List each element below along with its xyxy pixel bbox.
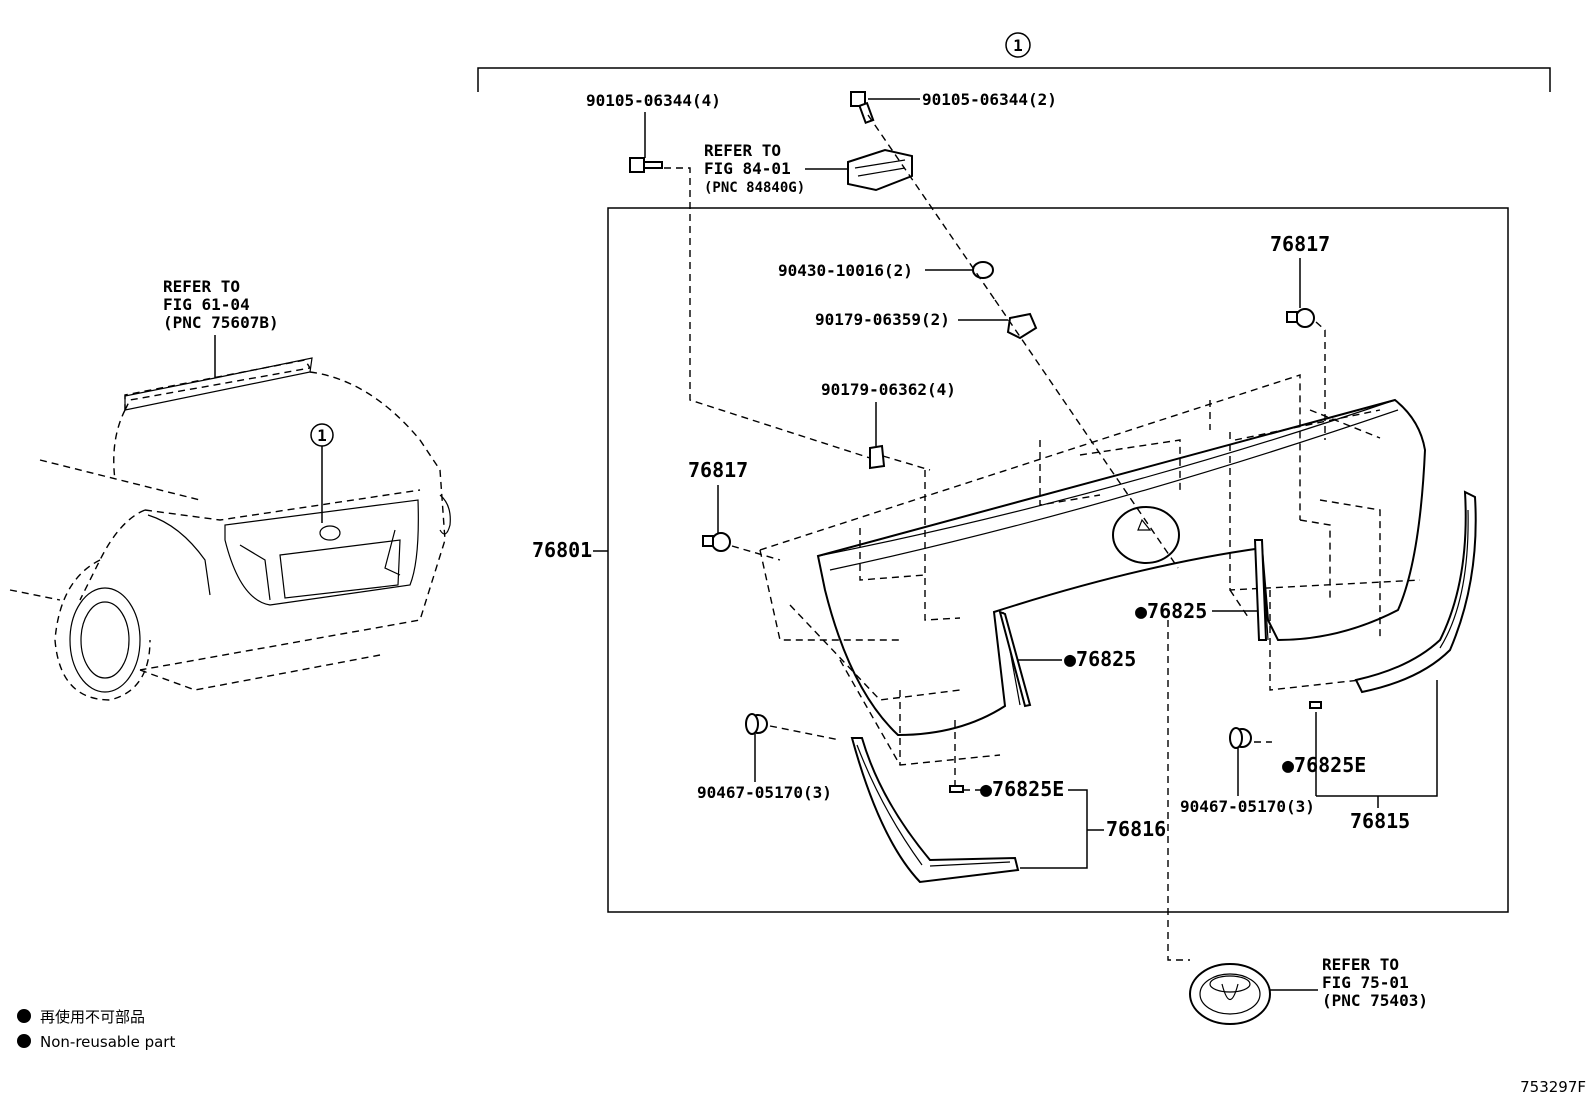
- moulding-left: [850, 737, 1020, 884]
- back-door-garnish: [816, 398, 1427, 737]
- label-moulding-right: 76815: [1350, 809, 1410, 833]
- clip-icon: [745, 713, 768, 735]
- svg-text:(PNC 75403): (PNC 75403): [1322, 991, 1428, 1010]
- bullet-icon: [17, 1009, 31, 1023]
- label-bolt-4: 90105-06344(4): [586, 91, 721, 110]
- figure-id: 753297F: [1520, 1078, 1586, 1096]
- svg-text:REFER TO: REFER TO: [704, 141, 781, 160]
- label-garnish: 76801: [532, 538, 592, 562]
- svg-text:FIG 75-01: FIG 75-01: [1322, 973, 1409, 992]
- label-clip-bottom-right: 90467-05170(3): [1180, 797, 1315, 816]
- label-tape-right: ●76825E: [1282, 753, 1366, 777]
- svg-text:FIG 61-04: FIG 61-04: [163, 295, 250, 314]
- label-nut: 90179-06359(2): [815, 310, 950, 329]
- svg-text:REFER TO: REFER TO: [163, 277, 240, 296]
- label-nut-4: 90179-06362(4): [821, 380, 956, 399]
- fasteners: [629, 91, 1322, 1025]
- clip-icon: [1229, 727, 1252, 749]
- legend: 再使用不可部品 Non-reusable part: [17, 1008, 175, 1051]
- legend-jp: 再使用不可部品: [40, 1008, 145, 1026]
- clip-icon: [702, 532, 731, 552]
- seal-strips: [998, 539, 1268, 708]
- car-callout: 1: [310, 423, 334, 523]
- bolt-icon: [629, 157, 663, 173]
- label-tape-left: ●76825E: [980, 777, 1064, 801]
- svg-text:(PNC 75607B): (PNC 75607B): [163, 313, 279, 332]
- parts-frame: [607, 207, 1509, 913]
- labels: 90105-06344(4) 90105-06344(2) REFER TO F…: [532, 90, 1438, 1010]
- assembly-dash-lines: [664, 114, 1326, 961]
- tape-icon: [1309, 701, 1322, 709]
- svg-text:FIG 84-01: FIG 84-01: [704, 159, 791, 178]
- label-seal-left: ●76825: [1064, 647, 1136, 671]
- legend-en: Non-reusable part: [40, 1033, 175, 1051]
- nut-icon: [869, 444, 886, 470]
- nut-icon: [1006, 312, 1038, 340]
- car-outline: [9, 357, 451, 701]
- hidden-bracket-lines: [759, 374, 1421, 790]
- svg-text:(PNC 84840G): (PNC 84840G): [704, 180, 805, 196]
- bullet-icon: [17, 1034, 31, 1048]
- callout-marker-car: 1: [317, 426, 327, 445]
- label-moulding-left: 76816: [1106, 817, 1166, 841]
- label-seal-right: ●76825: [1135, 599, 1207, 623]
- callout-marker-top: 1: [1013, 36, 1023, 55]
- washer-icon: [972, 261, 994, 279]
- label-clip-top-right: 76817: [1270, 232, 1330, 256]
- label-clip-bottom-left: 90467-05170(3): [697, 783, 832, 802]
- label-bolt-2: 90105-06344(2): [922, 90, 1057, 109]
- assembly-bracket: 1: [477, 32, 1551, 92]
- emblem-icon: [1189, 963, 1271, 1025]
- tape-icon: [949, 785, 964, 793]
- clip-icon: [1286, 308, 1315, 328]
- label-clip-left: 76817: [688, 458, 748, 482]
- license-lamp-icon: [847, 148, 913, 192]
- refer-note-61: REFER TO FIG 61-04 (PNC 75607B): [163, 277, 279, 378]
- label-washer: 90430-10016(2): [778, 261, 913, 280]
- svg-text:REFER TO: REFER TO: [1322, 955, 1399, 974]
- moulding-right: [1354, 490, 1477, 694]
